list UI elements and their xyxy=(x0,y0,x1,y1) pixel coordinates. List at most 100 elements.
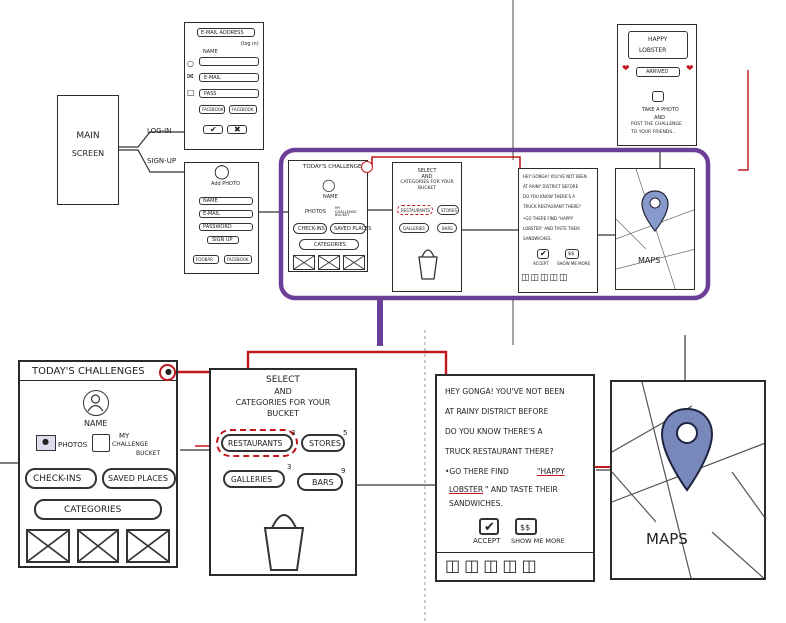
bottom-accept-button[interactable]: ✔ xyxy=(479,518,499,535)
login-name-field[interactable] xyxy=(199,57,259,66)
lobster-to-friends: TO YOUR FRIENDS... xyxy=(631,130,677,135)
top-msg-line-4: TRUCK RESTAURANT THERE? xyxy=(523,204,581,209)
login-header-suffix: (log in) xyxy=(241,41,259,47)
bottom-msg-line-3: DO YOU KNOW THERE'S A xyxy=(445,427,543,436)
top-msg-line-5: •GO THERE FIND "HAPPY xyxy=(523,216,574,221)
top-stores-button[interactable]: STORES xyxy=(437,205,459,215)
top-bars-button[interactable]: BARS xyxy=(437,223,457,233)
top-maps-label: MAPS xyxy=(638,256,661,265)
bottom-image-placeholder-2 xyxy=(77,529,119,563)
login-cancel-button[interactable]: ✖ xyxy=(227,125,247,134)
bottom-bucket-icon xyxy=(263,514,305,571)
lock-icon: □ xyxy=(187,88,195,97)
login-email-field[interactable]: E-MAIL xyxy=(199,73,259,82)
lobster-camera-icon[interactable] xyxy=(652,91,664,102)
lobster-title-box: HAPPY LOBSTER xyxy=(628,31,688,59)
bottom-restaurants-button[interactable]: RESTAURANTS xyxy=(216,429,298,457)
accept-check-icon: ✔ xyxy=(484,520,495,535)
bottom-my-label: MY xyxy=(119,432,130,440)
bottom-msg-line-5b: "HAPPY xyxy=(537,467,565,476)
avatar-icon: ◯ xyxy=(214,164,230,180)
top-image-placeholder-1 xyxy=(293,255,315,270)
top-msg-line-2: AT RAINY DISTRICT BEFORE xyxy=(523,184,579,189)
top-show-more-button[interactable]: $$ xyxy=(565,249,579,259)
bottom-categories-button[interactable]: CATEGORIES xyxy=(34,499,162,520)
top-select-line-2: AND xyxy=(421,174,433,180)
lobster-arrived-button[interactable]: ARRIVED xyxy=(636,67,680,77)
top-challenges-photos[interactable]: PHOTOS xyxy=(305,209,326,215)
login-pass-field[interactable]: PASS xyxy=(199,89,259,98)
truck-icons: ◫◫◫◫◫ xyxy=(521,273,569,283)
bottom-show-more-button[interactable]: $$ xyxy=(515,518,537,535)
bottom-bars-button[interactable]: BARS xyxy=(297,473,343,491)
top-categories-button[interactable]: CATEGORIES xyxy=(299,239,359,250)
bottom-msg-line-7: SANDWICHES. xyxy=(449,499,503,508)
heart-right-icon: ❤ xyxy=(686,64,694,74)
top-map-pin-icon xyxy=(641,190,669,232)
login-social-right-button[interactable]: FACEBOOK xyxy=(229,105,257,114)
top-checkins-button[interactable]: CHECK-INS xyxy=(293,223,327,234)
signup-add-photo: Add PHOTO xyxy=(211,181,240,187)
signup-social-left-button[interactable]: FOOBAR xyxy=(193,255,219,264)
bottom-select-line-1: SELECT xyxy=(266,375,300,385)
login-screen-frame: E-MAIL ADDRESS (log in) NAME ○ E-MAIL ✉ … xyxy=(184,22,264,150)
login-confirm-button[interactable]: ✔ xyxy=(203,125,223,134)
signup-screen-frame: ◯ Add PHOTO NAME E-MAIL PASSWORD SIGN UP… xyxy=(184,162,259,274)
login-email-header[interactable]: E-MAIL ADDRESS xyxy=(197,28,255,37)
top-msg-line-7: SANDWICHES. xyxy=(523,236,552,241)
lobster-take-photo: TAKE A PHOTO xyxy=(642,107,679,113)
signup-name-field[interactable]: NAME xyxy=(199,197,253,205)
bottom-challenges-red-badge[interactable]: ● xyxy=(159,364,176,381)
bottom-show-more-label: SHOW ME MORE xyxy=(511,537,565,545)
top-message-frame: HEY GONGA! YOU'VE NOT BEEN AT RAINY DIST… xyxy=(518,168,598,293)
top-challenges-frame: TODAY'S CHALLENGES ◯ NAME PHOTOS MY CHAL… xyxy=(288,160,373,272)
bottom-galleries-button[interactable]: GALLERIES xyxy=(223,470,285,488)
lobster-happy: HAPPY xyxy=(648,36,668,43)
signup-button[interactable]: SIGN UP xyxy=(207,236,239,244)
top-select-line-1: SELECT xyxy=(417,168,437,174)
check-icon: ✔ xyxy=(210,125,217,134)
top-select-frame: SELECT AND CATEGORIES FOR YOUR BUCKET RE… xyxy=(392,162,462,292)
bottom-camera-icon[interactable]: ● xyxy=(36,435,56,451)
bottom-msg-line-5a: •GO THERE FIND xyxy=(445,467,509,476)
top-accept-label: ACCEPT xyxy=(533,261,549,266)
top-restaurants-button[interactable]: RESTAURANTS xyxy=(397,205,433,215)
main-screen-label-2: SCREEN xyxy=(71,149,105,158)
close-icon: ✖ xyxy=(234,125,241,134)
top-bucket-label[interactable]: MY CHALLENGE BUCKET xyxy=(335,206,357,218)
bottom-msg-line-4: TRUCK RESTAURANT THERE? xyxy=(445,447,554,456)
bottom-msg-line-6b: " AND TASTE THEIR xyxy=(485,485,558,494)
top-accept-button[interactable]: ✔ xyxy=(537,249,549,259)
signup-password-field[interactable]: PASSWORD xyxy=(199,223,253,231)
top-challenges-red-badge[interactable] xyxy=(361,161,373,173)
bottom-galleries-badge: 3 xyxy=(287,463,292,471)
bottom-stores-button[interactable]: STORES xyxy=(301,434,345,452)
bottom-challenges-name: NAME xyxy=(84,419,108,428)
bottom-bucket-icon[interactable] xyxy=(92,434,110,452)
bottom-challenges-frame: TODAY'S CHALLENGES ● NAME ● PHOTOS MY CH… xyxy=(18,360,178,568)
bottom-msg-line-6a: LOBSTER xyxy=(449,485,484,494)
top-msg-line-3: DO YOU KNOW THERE'S A xyxy=(523,194,575,199)
login-social-left-button[interactable]: FACEBOOK xyxy=(199,105,225,114)
top-challenges-name: NAME xyxy=(323,194,338,200)
top-bucket-icon xyxy=(418,249,438,280)
bottom-truck-icons: ◫◫◫◫◫ xyxy=(445,556,541,575)
bottom-msg-line-2: AT RAINY DISTRICT BEFORE xyxy=(445,407,549,416)
bottom-checkins-button[interactable]: CHECK-INS xyxy=(25,468,97,489)
top-galleries-button[interactable]: GALLERIES xyxy=(399,223,429,233)
signup-social-right-button[interactable]: FACEBOOK xyxy=(224,255,252,264)
bottom-stores-badge: 5 xyxy=(343,429,348,437)
top-msg-line-6: LOBSTER" AND TASTE THEIR xyxy=(523,226,580,231)
bottom-select-line-2: AND xyxy=(274,387,292,396)
bottom-challenge-label: CHALLENGE xyxy=(112,441,149,448)
main-screen-label-1: MAIN xyxy=(76,131,100,141)
bottom-challenges-photos[interactable]: PHOTOS xyxy=(58,441,88,449)
heart-left-icon: ❤ xyxy=(622,64,630,74)
top-saved-places-button[interactable]: SAVED PLACES xyxy=(330,223,371,234)
signup-email-field[interactable]: E-MAIL xyxy=(199,210,253,218)
bottom-saved-places-button[interactable]: SAVED PLACES xyxy=(102,468,176,489)
top-avatar-icon: ◯ xyxy=(322,178,336,192)
top-challenges-title: TODAY'S CHALLENGES xyxy=(303,164,365,170)
login-connector-label: LOG-IN xyxy=(147,127,172,135)
